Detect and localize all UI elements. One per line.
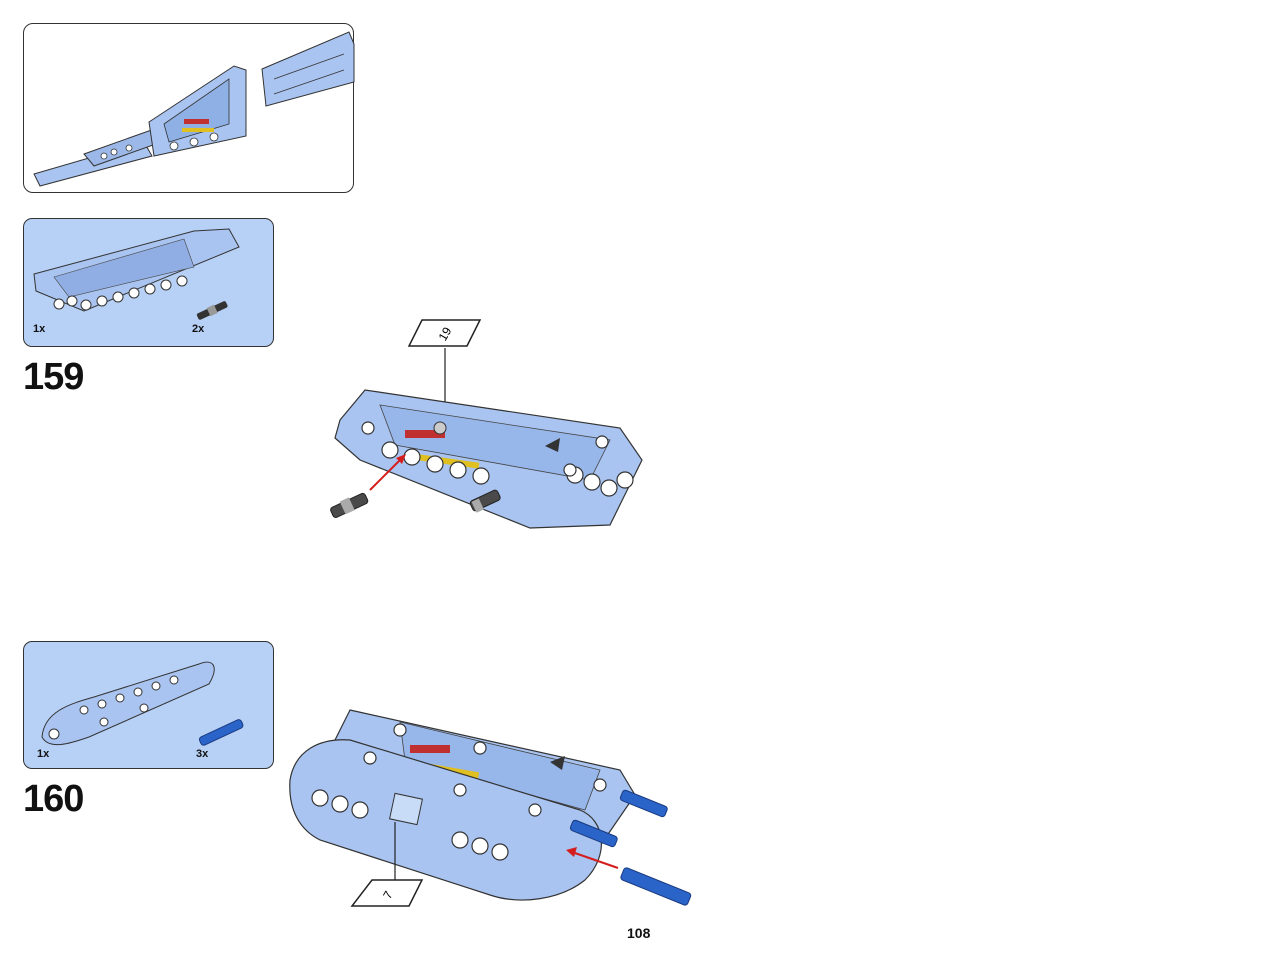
black-pin-icon <box>330 492 369 518</box>
insert-arrow <box>566 847 577 857</box>
wing-assembly-illustration <box>33 31 355 187</box>
part-qty: 1x <box>33 323 46 335</box>
step-159-build-illustration: 19 <box>330 319 643 529</box>
part-qty: 1x <box>37 748 50 760</box>
insert-arrow <box>396 454 406 464</box>
black-pin-icon <box>469 489 501 513</box>
step-number: 160 <box>23 778 84 820</box>
step-number: 159 <box>23 356 84 398</box>
curved-panel-icon <box>41 661 215 746</box>
step-160-build-illustration: 7 <box>289 709 692 907</box>
page-number: 108 <box>627 925 651 941</box>
part-qty: 3x <box>196 748 209 760</box>
wing-panel-icon <box>33 228 240 312</box>
black-pin-icon <box>196 301 228 320</box>
part-qty: 2x <box>192 323 205 335</box>
blue-axle-pin-icon <box>620 867 692 906</box>
step-160-parts-list: 1x 3x <box>23 641 274 769</box>
blue-axle-pin-icon <box>619 789 668 818</box>
blue-axle-pin-icon <box>198 719 244 746</box>
blue-axle-pin-icon <box>569 819 618 848</box>
sticker-number: 19 <box>436 324 455 343</box>
step-159-parts-list: 1x 2x <box>23 218 274 347</box>
subassembly-overview-panel <box>23 23 355 193</box>
